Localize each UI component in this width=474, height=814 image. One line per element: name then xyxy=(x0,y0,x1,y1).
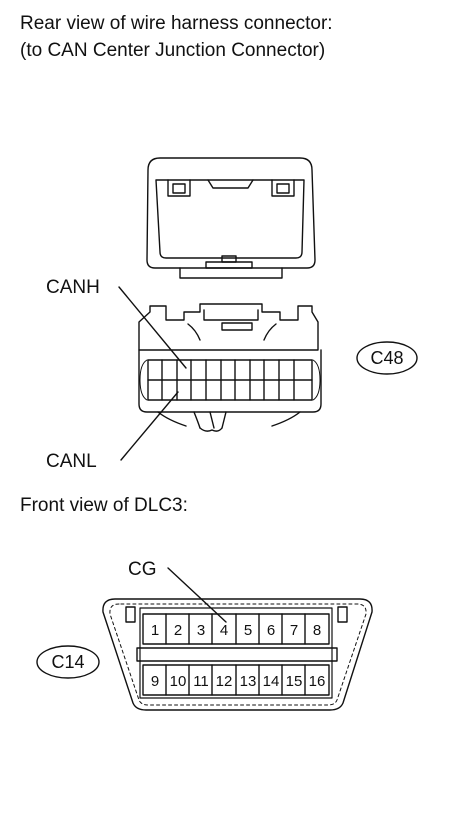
caption-junction-connector: (to CAN Center Junction Connector) xyxy=(20,40,326,61)
canh-label: CANH xyxy=(46,277,100,298)
c48-tag-bubble xyxy=(356,341,418,375)
dlc3-pin-5: 5 xyxy=(244,622,252,639)
dlc3-pin-7: 7 xyxy=(290,622,298,639)
dlc3-pin-4: 4 xyxy=(220,622,228,639)
dlc3-pin-3: 3 xyxy=(197,622,205,639)
dlc3-pins-bottom: 9 10 11 12 13 14 15 16 xyxy=(151,673,326,690)
caption-rear-view: Rear view of wire harness connector: xyxy=(20,13,333,34)
dlc3-pin-9: 9 xyxy=(151,673,159,690)
c14-tag-bubble xyxy=(36,645,100,679)
dlc3-pin-16: 16 xyxy=(309,673,326,690)
dlc3-pin-1: 1 xyxy=(151,622,159,639)
dlc3-pins-top: 1 2 3 4 5 6 7 8 xyxy=(151,622,321,639)
dlc3-pin-13: 13 xyxy=(240,673,257,690)
dlc3-pin-10: 10 xyxy=(170,673,187,690)
dlc3-pin-11: 11 xyxy=(193,673,209,690)
c14-tag: C14 xyxy=(51,652,84,672)
canl-leader-line xyxy=(120,391,179,461)
dlc3-pin-15: 15 xyxy=(286,673,303,690)
dlc3-housing xyxy=(102,598,373,711)
dlc3-pin-8: 8 xyxy=(313,622,321,639)
cg-leader-line xyxy=(167,567,227,623)
canl-label: CANL xyxy=(46,451,97,472)
canh-leader-line xyxy=(118,286,187,369)
cg-label: CG xyxy=(128,559,157,580)
dlc3-pin-6: 6 xyxy=(267,622,275,639)
dlc3-pin-2: 2 xyxy=(174,622,182,639)
c48-tag: C48 xyxy=(370,348,403,368)
c48-harness-connector xyxy=(138,303,322,432)
caption-front-view-dlc3: Front view of DLC3: xyxy=(20,495,188,516)
c48-mating-housing xyxy=(146,157,316,279)
dlc3-pin-12: 12 xyxy=(216,673,233,690)
dlc3-pin-14: 14 xyxy=(263,673,280,690)
